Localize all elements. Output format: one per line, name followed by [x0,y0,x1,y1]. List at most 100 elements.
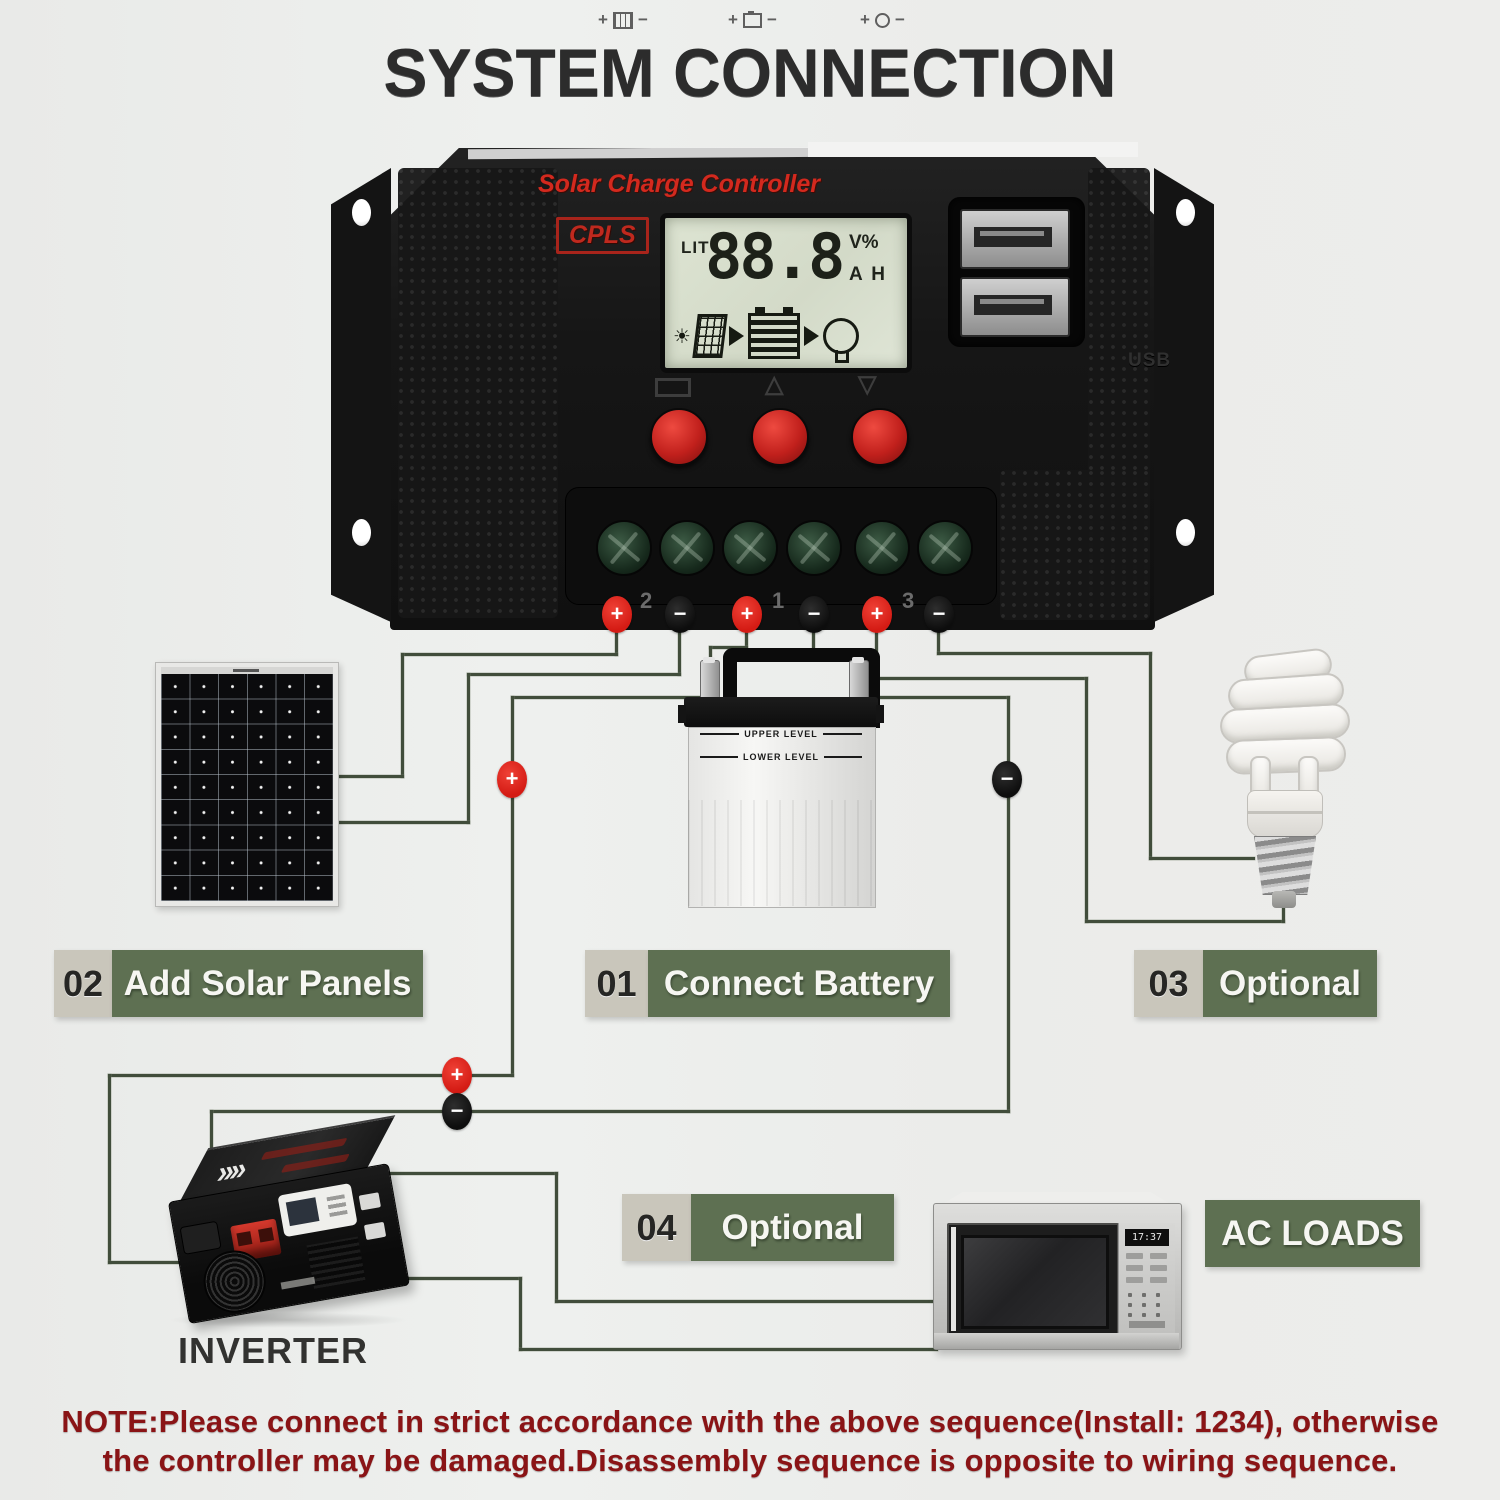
step-number-03: 03 [1134,950,1203,1017]
minus-marker: − [992,761,1022,798]
mount-flange-right [1154,168,1214,622]
minus-marker: − [665,596,695,633]
wire-solar-plus [401,653,404,778]
controller-button-menu [650,408,708,466]
note-line-2: the controller may be damaged.Disassembl… [102,1443,1398,1478]
plus-marker: + [602,596,632,633]
wire-load-minus [937,628,940,655]
mount-hole-icon [1176,199,1195,226]
mount-flange-left [331,168,391,622]
inverter-display [277,1182,358,1238]
battery-post-negative [849,657,869,704]
controller-brand-text: Solar Charge Controller [538,170,820,198]
microwave-control-panel: 17:37 [1118,1223,1175,1333]
microwave: 17:37 [933,1203,1182,1350]
wire-ac-line1 [388,1172,558,1175]
arrow-down-icon: ▽ [858,371,877,398]
terminal-screw-icon [786,520,842,576]
plus-marker: + [442,1057,472,1094]
microwave-handle [951,1227,956,1331]
chevrons-icon: »» [213,1151,247,1191]
case-texture [398,168,558,618]
wire-load-minus [1149,857,1255,860]
wire-inverter-plus [108,1261,192,1264]
step-label-add-solar-panels: Add Solar Panels [112,950,423,1017]
terminal-screw-icon [722,520,778,576]
wire-inverter-plus [511,696,514,1077]
wire-inverter-plus [108,1074,514,1077]
wire-solar-minus [678,628,681,676]
bulb-icon [874,12,890,28]
step-label-optional-4: Optional [691,1194,894,1261]
battery-top [678,697,884,727]
wire-ac-line1 [555,1172,558,1303]
controller-button-down [851,408,909,466]
wire-inverter-plus [108,1074,111,1264]
solar-panel-icon [612,11,633,29]
cfl-spiral-tube [1225,735,1347,776]
mount-hole-icon [1176,519,1195,546]
controller-model-badge: CPLS [556,217,649,254]
wire-load-plus [1085,677,1088,923]
microwave-start-button [1129,1321,1165,1328]
wire-load-minus [937,652,1152,655]
bulb-screw-base [1254,836,1316,895]
usb-ports [948,197,1085,347]
wire-ac-line2 [519,1277,522,1351]
lcd-value: 88.8 [705,220,845,293]
terminal-group-number: 1 [772,588,785,613]
wire-inverter-minus [856,696,1010,699]
terminal-icon-load: +− [860,10,905,29]
wire-load-plus [1085,920,1285,923]
minus-marker: − [924,596,954,633]
solar-panel [155,662,339,907]
case-texture [1000,470,1150,620]
page-title: SYSTEM CONNECTION [383,35,1117,111]
step-number-02: 02 [54,950,112,1017]
arrow-right-icon [728,326,744,346]
wire-inverter-minus [210,1110,213,1158]
bulb-base-cup [1247,790,1323,838]
solar-panel-label-strip [161,667,333,674]
menu-icon [655,378,691,397]
bulb-icon [822,318,859,363]
wire-inverter-minus [1007,696,1010,1113]
step-number-01: 01 [585,950,648,1017]
battery-upper-level: UPPER LEVEL [700,729,863,739]
microwave-door [947,1223,1119,1337]
step-number-04: 04 [622,1194,691,1261]
minus-marker: − [442,1093,472,1130]
battery-icon [742,10,762,28]
step-label-optional-3: Optional [1203,950,1377,1017]
ac-loads-label: AC LOADS [1205,1200,1420,1267]
inverter: »» [160,1115,411,1338]
wire-load-minus [1149,652,1152,860]
sun-icon: ☀ [673,325,691,348]
arrow-up-icon: △ [765,371,784,398]
controller-button-up [751,408,809,466]
bulb-contact-tip [1272,891,1296,908]
wire-solar-minus [337,821,470,824]
terminal-screw-icon [596,520,652,576]
inverter-dc-terminal [179,1220,222,1255]
wire-ac-line2 [352,1277,522,1280]
microwave-window [961,1235,1109,1329]
lcd-mode-text: LIT [681,238,710,257]
solar-panel-cells [161,674,333,901]
inverter-model-print [280,1276,316,1290]
usb-port-icon [960,209,1070,269]
terminal-screw-icon [854,520,910,576]
mount-hole-icon [352,199,371,226]
terminal-group-number: 2 [640,588,653,613]
minus-marker: − [799,596,829,633]
lcd-display: LIT 88.8 V% A H ☀ [660,213,912,373]
terminal-screw-icon [917,520,973,576]
usb-port-icon [960,277,1070,337]
arrow-right-icon [803,326,819,346]
plus-marker: + [497,761,527,798]
wire-solar-minus [467,673,681,676]
wire-ac-line1 [555,1300,938,1303]
microwave-top [942,1192,1171,1204]
terminal-group-number: 3 [902,588,915,613]
wire-load-plus [875,677,1088,680]
